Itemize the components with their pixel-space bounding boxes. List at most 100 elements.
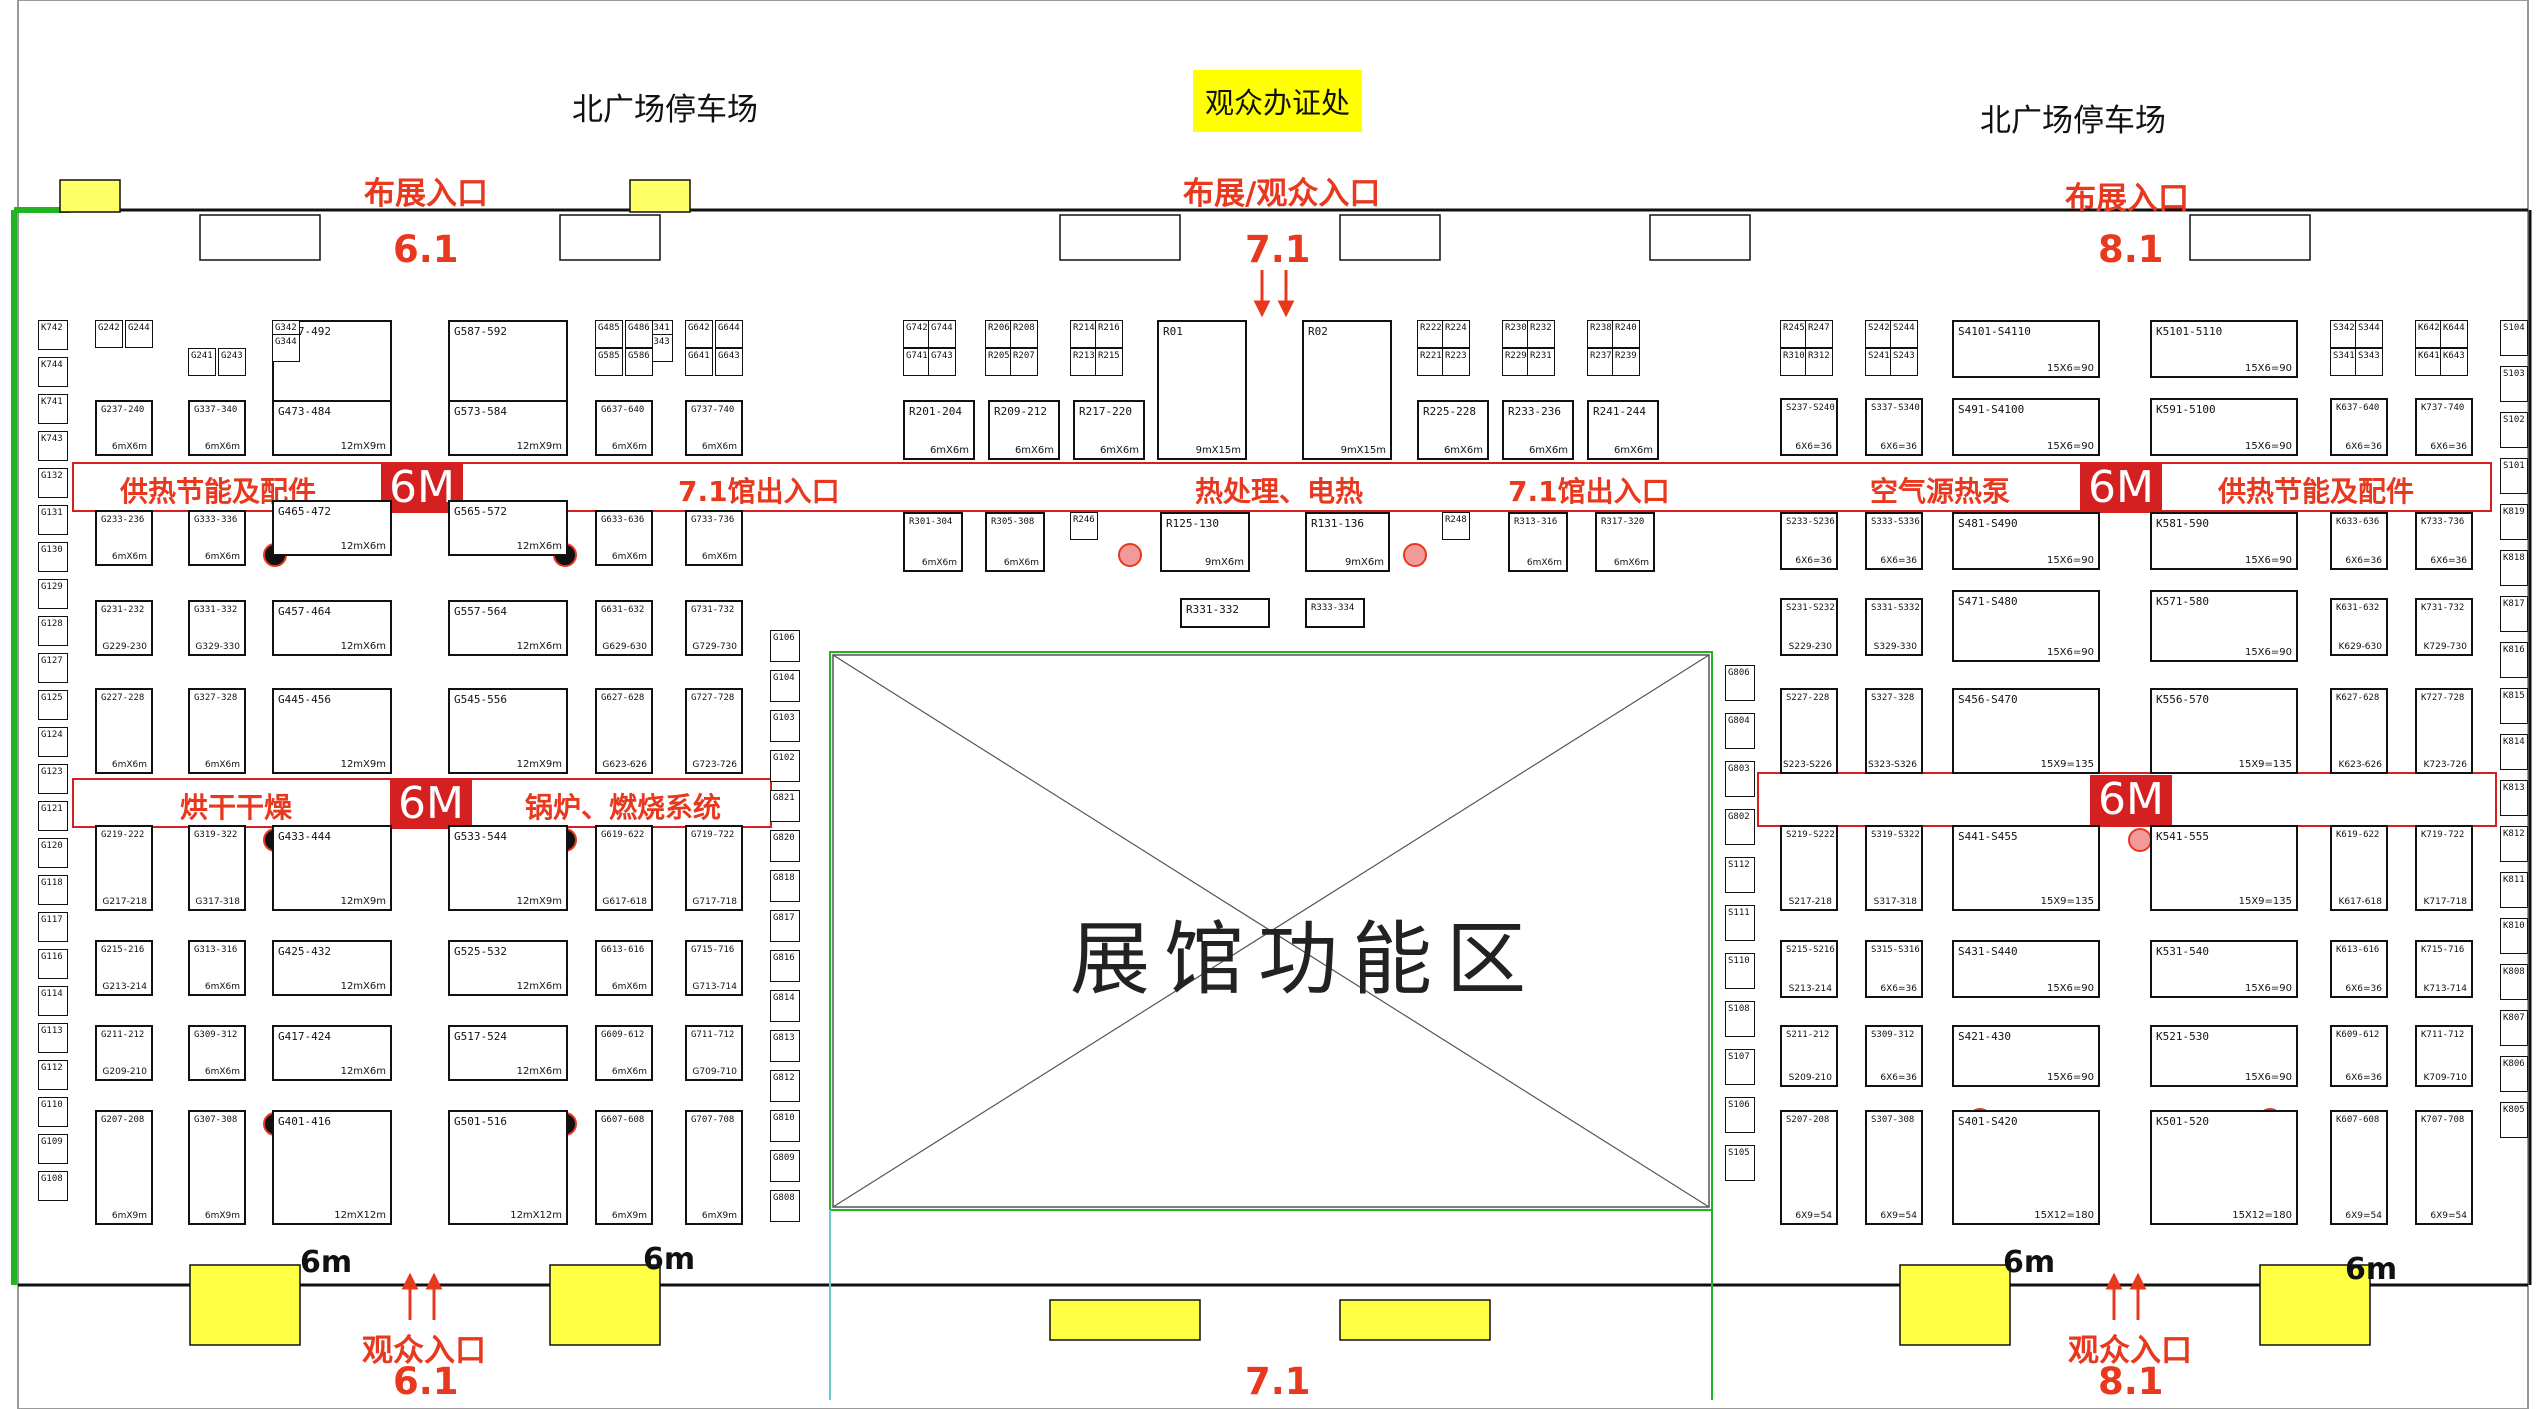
small-booth[interactable]: K819 bbox=[2500, 504, 2528, 540]
small-booth[interactable]: S342 bbox=[2330, 320, 2358, 348]
small-booth[interactable]: K815 bbox=[2500, 688, 2528, 724]
small-booth[interactable]: R230 bbox=[1502, 320, 1530, 348]
small-booth[interactable]: K806 bbox=[2500, 1056, 2528, 1092]
small-booth[interactable]: R222 bbox=[1417, 320, 1445, 348]
booth[interactable]: R331-332 bbox=[1180, 598, 1270, 628]
small-booth[interactable]: S108 bbox=[1725, 1001, 1755, 1037]
small-booth[interactable]: K743 bbox=[38, 431, 68, 461]
small-booth[interactable]: R213 bbox=[1070, 348, 1098, 376]
small-booth[interactable]: K641 bbox=[2415, 348, 2443, 376]
small-booth[interactable]: G118 bbox=[38, 875, 68, 905]
small-booth[interactable]: G130 bbox=[38, 542, 68, 572]
small-booth[interactable]: G132 bbox=[38, 468, 68, 498]
small-booth[interactable]: G741 bbox=[903, 348, 931, 376]
small-booth[interactable]: G109 bbox=[38, 1134, 68, 1164]
small-booth[interactable]: G817 bbox=[770, 910, 800, 942]
small-booth[interactable]: G812 bbox=[770, 1070, 800, 1102]
small-booth[interactable]: R240 bbox=[1612, 320, 1640, 348]
small-booth[interactable]: S341 bbox=[2330, 348, 2358, 376]
small-booth[interactable]: R207 bbox=[1010, 348, 1038, 376]
small-booth[interactable]: G112 bbox=[38, 1060, 68, 1090]
small-booth[interactable]: G644 bbox=[715, 320, 743, 348]
small-booth[interactable]: S102 bbox=[2500, 412, 2528, 448]
small-booth[interactable]: K742 bbox=[38, 320, 68, 350]
small-booth[interactable]: K642 bbox=[2415, 320, 2443, 348]
small-booth[interactable]: G242 bbox=[95, 320, 123, 348]
small-booth[interactable]: G123 bbox=[38, 764, 68, 794]
small-booth[interactable]: S101 bbox=[2500, 458, 2528, 494]
small-booth[interactable]: G641 bbox=[685, 348, 713, 376]
small-booth[interactable]: K813 bbox=[2500, 780, 2528, 816]
small-booth[interactable]: G804 bbox=[1725, 713, 1755, 749]
small-booth[interactable]: G114 bbox=[38, 986, 68, 1016]
small-booth[interactable]: R245 bbox=[1780, 320, 1808, 348]
small-booth[interactable]: G586 bbox=[625, 348, 653, 376]
small-booth[interactable]: K811 bbox=[2500, 872, 2528, 908]
small-booth[interactable]: S103 bbox=[2500, 366, 2528, 402]
small-booth[interactable]: R223 bbox=[1442, 348, 1470, 376]
small-booth[interactable]: G344 bbox=[272, 334, 300, 362]
small-booth[interactable]: G127 bbox=[38, 653, 68, 683]
small-booth[interactable]: G813 bbox=[770, 1030, 800, 1062]
small-booth[interactable]: R208 bbox=[1010, 320, 1038, 348]
small-booth[interactable]: G744 bbox=[928, 320, 956, 348]
small-booth[interactable]: R205 bbox=[985, 348, 1013, 376]
small-booth[interactable]: G802 bbox=[1725, 809, 1755, 845]
small-booth[interactable]: G810 bbox=[770, 1110, 800, 1142]
small-booth[interactable]: G243 bbox=[218, 348, 246, 376]
small-booth[interactable]: G129 bbox=[38, 579, 68, 609]
small-booth[interactable]: K741 bbox=[38, 394, 68, 424]
small-booth[interactable]: G806 bbox=[1725, 665, 1755, 701]
small-booth[interactable]: R312 bbox=[1805, 348, 1833, 376]
small-booth[interactable]: R229 bbox=[1502, 348, 1530, 376]
small-booth[interactable]: G743 bbox=[928, 348, 956, 376]
small-booth[interactable]: S110 bbox=[1725, 953, 1755, 989]
small-booth[interactable]: G124 bbox=[38, 727, 68, 757]
